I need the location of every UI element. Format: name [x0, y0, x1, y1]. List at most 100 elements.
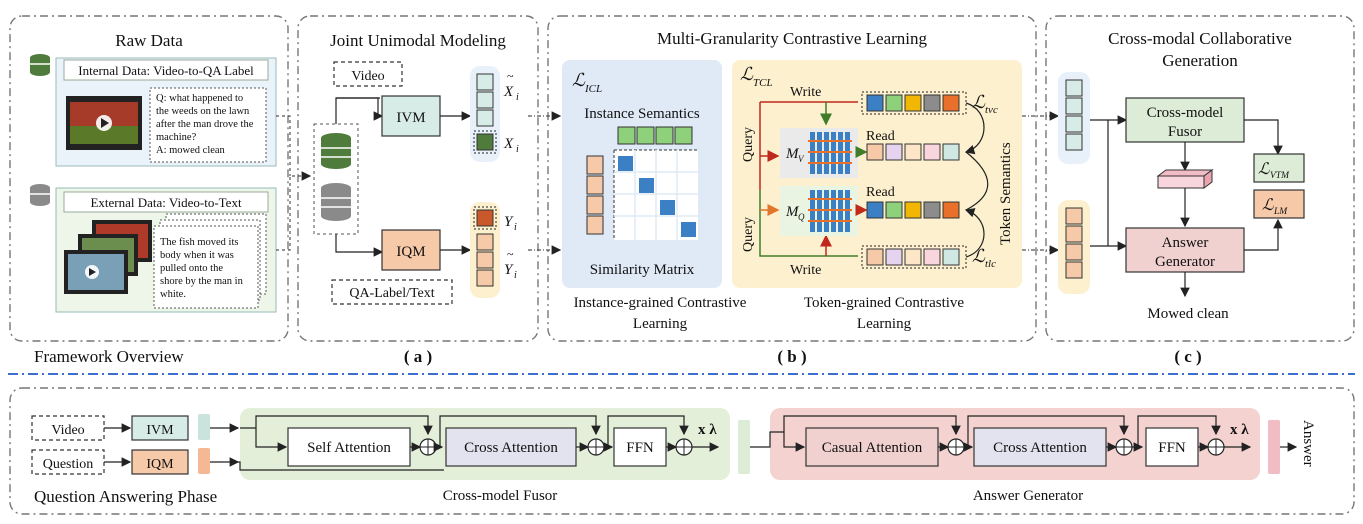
- qa-text-box: [149, 87, 267, 163]
- qa-question-input: [31, 449, 105, 475]
- fusor-input-path: [240, 427, 288, 452]
- fusor-label-line2: Fusor: [1168, 124, 1202, 140]
- token: [923, 248, 941, 266]
- cross-attention-box-1: [445, 427, 577, 467]
- text-cls-frame: [473, 206, 497, 230]
- ffn-label-1: FFN: [626, 440, 654, 456]
- add-node-5: [1115, 438, 1133, 456]
- tvc-loss-sub: tvc: [985, 104, 998, 116]
- qa-iqm-label: IQM: [146, 457, 174, 472]
- x-tilde-tilde: ~: [507, 69, 514, 83]
- token: [942, 201, 960, 219]
- mq-sub: Q: [798, 212, 805, 222]
- database-icon: [30, 54, 50, 76]
- query-top-label: Query: [741, 127, 756, 162]
- internal-data-label-box: [63, 59, 269, 81]
- lm-loss-box: [1253, 189, 1305, 219]
- ffn-box-1: [613, 427, 667, 467]
- gen-text-token: [1065, 261, 1083, 279]
- token: [885, 201, 903, 219]
- gen-text-token: [1065, 243, 1083, 261]
- icl-caption-line2: Learning: [633, 316, 688, 332]
- text-feature-token: [476, 251, 494, 269]
- fusor-output-feature: [738, 420, 750, 474]
- cross-attention-label-1: Cross Attention: [464, 440, 558, 456]
- ivm-label: IVM: [396, 110, 425, 126]
- x-symbol: X: [503, 136, 514, 152]
- generator-caption: Answer Generator: [973, 488, 1083, 504]
- gen-video-token: [1065, 115, 1083, 133]
- token: [904, 94, 922, 112]
- ffn-box-2: [1145, 427, 1199, 467]
- raw-to-joint-connector: [276, 115, 310, 251]
- token: [885, 248, 903, 266]
- icl-caption-line1: Instance-grained Contrastive: [574, 295, 747, 311]
- caption-line: body when it was: [160, 250, 234, 261]
- similarity-matrix: [613, 149, 698, 240]
- y-tilde-symbol: Y: [504, 262, 514, 278]
- token: [866, 248, 884, 266]
- database-icon-gray: [30, 184, 50, 206]
- joint-modeling-panel: [297, 15, 539, 342]
- tcl-caption-line2: Learning: [857, 316, 912, 332]
- fusor-box: [1125, 97, 1245, 143]
- tlc-loss-sub: tlc: [985, 258, 996, 270]
- qa-video-label: Video: [51, 423, 84, 438]
- text-token-row: [861, 245, 967, 269]
- read-bottom-token-row: [866, 201, 960, 219]
- video-cls-frame: [473, 130, 497, 154]
- text-box: [153, 225, 259, 309]
- query-bottom-label: Query: [741, 217, 756, 252]
- instance-text-tokens: [586, 155, 604, 235]
- qa-phase-panel: [9, 387, 1355, 515]
- mv-label: M: [785, 146, 800, 162]
- add-node-6: [1207, 438, 1225, 456]
- mq-label: M: [785, 204, 800, 220]
- ffn-label-2: FFN: [1158, 440, 1186, 456]
- label-c: ( c ): [1174, 347, 1201, 366]
- external-data-label-box: [63, 191, 269, 213]
- gen-input-path: [750, 431, 806, 452]
- generator-output-feature: [1268, 420, 1280, 474]
- token: [942, 94, 960, 112]
- token: [942, 248, 960, 266]
- token: [942, 143, 960, 161]
- token: [923, 94, 941, 112]
- memory-v-slots: [808, 132, 852, 174]
- add-node-4: [947, 438, 965, 456]
- qa-phase-title: Question Answering Phase: [34, 487, 217, 506]
- tcl-caption-line1: Token-grained Contrastive: [804, 295, 964, 311]
- qa-line: Q: what happened to: [156, 93, 243, 104]
- caption-line: white.: [160, 289, 186, 300]
- gen-text-token: [1065, 207, 1083, 225]
- video-input-box: [333, 61, 403, 87]
- external-data-label: External Data: Video-to-Text: [90, 195, 242, 210]
- vtm-loss-symbol: ℒ: [1258, 161, 1270, 178]
- casual-attention-label: Casual Attention: [822, 440, 923, 456]
- qa-iqm-box: [131, 449, 189, 475]
- lm-loss-symbol: ℒ: [1262, 197, 1274, 214]
- answer-label: Answer: [1300, 420, 1316, 467]
- fusor-label-line1: Cross-model: [1147, 105, 1224, 121]
- generator-box: [1125, 227, 1245, 273]
- gen-video-token: [1065, 97, 1083, 115]
- video-input-label: Video: [351, 69, 384, 84]
- token: [885, 143, 903, 161]
- qa-label-text: QA-Label/Text: [349, 286, 434, 301]
- db-to-iqm-arrow: [335, 234, 384, 257]
- db-to-ivm-arrow: [335, 97, 380, 124]
- self-attention-label: Self Attention: [307, 440, 391, 456]
- generator-to-lm-arrow: [1244, 218, 1283, 251]
- cross-arrow-1: [965, 151, 989, 211]
- contrastive-title: Multi-Granularity Contrastive Learning: [657, 29, 928, 48]
- cross-modal-title-line2: Generation: [1162, 51, 1238, 70]
- database-stack-icon: [321, 133, 351, 221]
- video-feature-token: [476, 73, 494, 91]
- qa-line: after the man drove the: [156, 119, 254, 130]
- fusor-caption: Cross-model Fusor: [443, 488, 558, 504]
- contrastive-panel: [547, 15, 1037, 342]
- add-node-1: [419, 438, 437, 456]
- read-top-label: Read: [866, 129, 895, 144]
- y-symbol: Y: [504, 214, 514, 230]
